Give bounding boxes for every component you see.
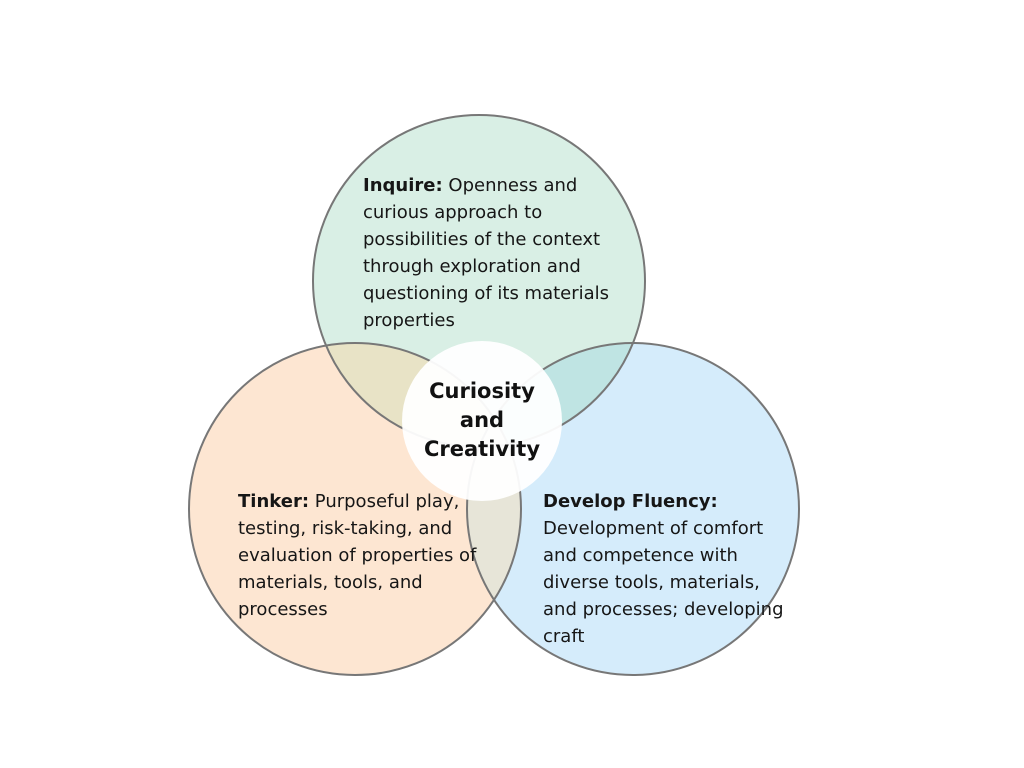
- center-circle: [402, 341, 562, 501]
- fluency-description: Develop Fluency: Development of comfort a…: [543, 488, 788, 650]
- center-label: Curiosity and Creativity: [404, 377, 560, 464]
- tinker-description: Tinker: Purposeful play, testing, risk-t…: [238, 488, 478, 623]
- inquire-body: Openness and curious approach to possibi…: [363, 175, 610, 331]
- tinker-body: Purposeful play, testing, risk-taking, a…: [238, 491, 477, 620]
- fluency-circle-outline: [466, 342, 800, 676]
- fluency-body: Development of comfort and competence wi…: [543, 518, 784, 647]
- center-line-3: Creativity: [423, 437, 541, 461]
- center-line-2: and: [459, 408, 505, 432]
- inquire-label: Inquire:: [363, 175, 443, 196]
- tinker-circle-outline: [188, 342, 522, 676]
- fluency-label: Develop Fluency:: [543, 491, 718, 512]
- center-line-1: Curiosity: [429, 379, 535, 403]
- tinker-label: Tinker:: [238, 491, 310, 512]
- inquire-description: Inquire: Openness and curious approach t…: [363, 172, 625, 334]
